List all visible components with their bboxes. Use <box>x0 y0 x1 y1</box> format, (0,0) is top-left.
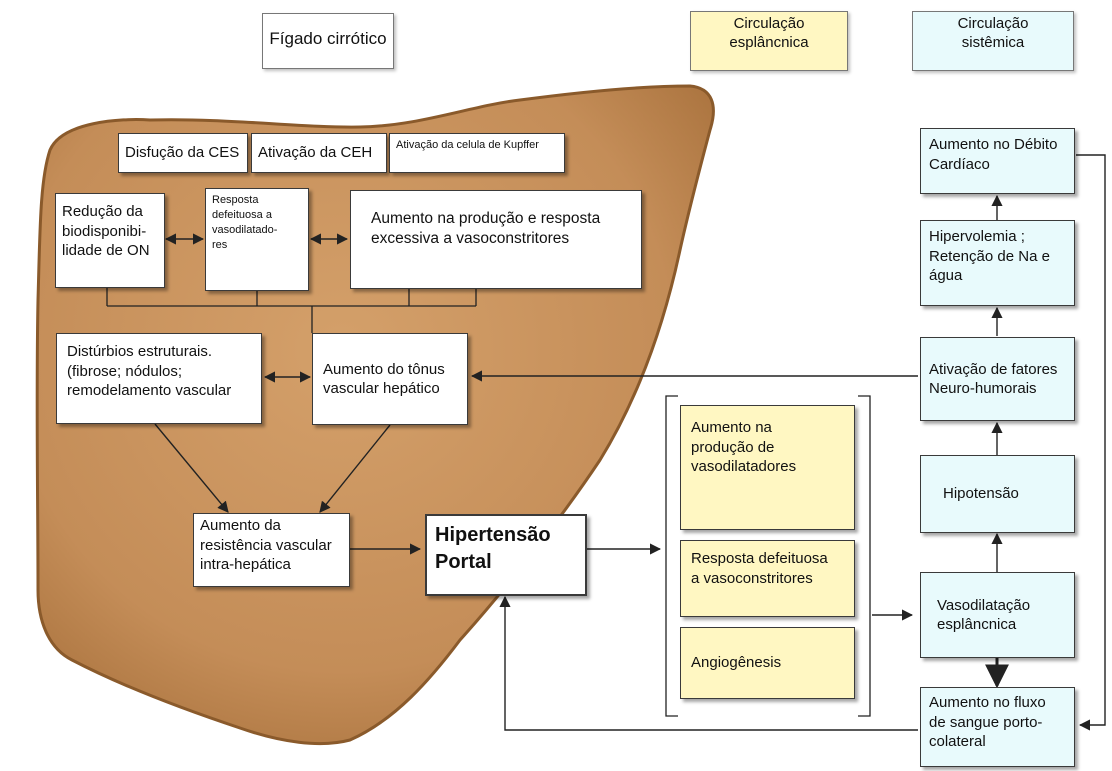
portocollateral-flow-box: Aumento no fluxo de sangue porto- colate… <box>920 687 1075 767</box>
hypervolemia-box: Hipervolemia ; Retenção de Na e água <box>920 220 1075 306</box>
arrow-tonus-resistance <box>319 424 391 513</box>
arrow-debito-fluxo <box>1076 154 1106 731</box>
splanchnic-vasodilation-box: Vasodilatação esplâncnica <box>920 572 1075 658</box>
legend-systemic: Circulação sistêmica <box>912 11 1074 71</box>
cardiac-output-box: Aumento no Débito Cardíaco <box>920 128 1075 194</box>
on-reduction-box: Redução da biodisponibi- lidade de ON <box>55 193 165 288</box>
ceh-activation-box: Ativação da CEH <box>251 133 387 173</box>
liver-connectors <box>106 288 477 333</box>
resistance-box: Aumento da resistência vascular intra-he… <box>193 513 350 587</box>
portal-hypertension-box: Hipertensão Portal <box>425 514 587 596</box>
vasodilator-production-box: Aumento na produção de vasodilatadores <box>680 405 855 530</box>
ces-dysfunction-box: Disfução da CES <box>118 133 248 173</box>
structural-disturbance-box: Distúrbios estruturais. (fibrose; nódulo… <box>56 333 262 424</box>
legend-splanchnic: Circulação esplâncnica <box>690 11 848 71</box>
angiogenesis-box: Angiogênesis <box>680 627 855 699</box>
vasoconstrictor-box: Aumento na produção e resposta excessiva… <box>350 190 642 289</box>
hepatic-tonus-box: Aumento do tônus vascular hepático <box>312 333 468 425</box>
kupffer-activation-box: Ativação da celula de Kupffer <box>389 133 565 173</box>
legend-liver: Fígado cirrótico <box>262 13 394 69</box>
vasodilator-response-box: Resposta defeituosa a vasodilatado- res <box>205 188 309 291</box>
hypotension-box: Hipotensão <box>920 455 1075 533</box>
vasoconstrictor-response-box: Resposta defeituosa a vasoconstritores <box>680 540 855 617</box>
arrow-fluxo-portal <box>499 595 918 731</box>
neurohumoral-box: Ativação de fatores Neuro-humorais <box>920 337 1075 421</box>
arrow-structural-resistance <box>154 423 229 513</box>
splanchnic-brackets <box>665 395 871 717</box>
